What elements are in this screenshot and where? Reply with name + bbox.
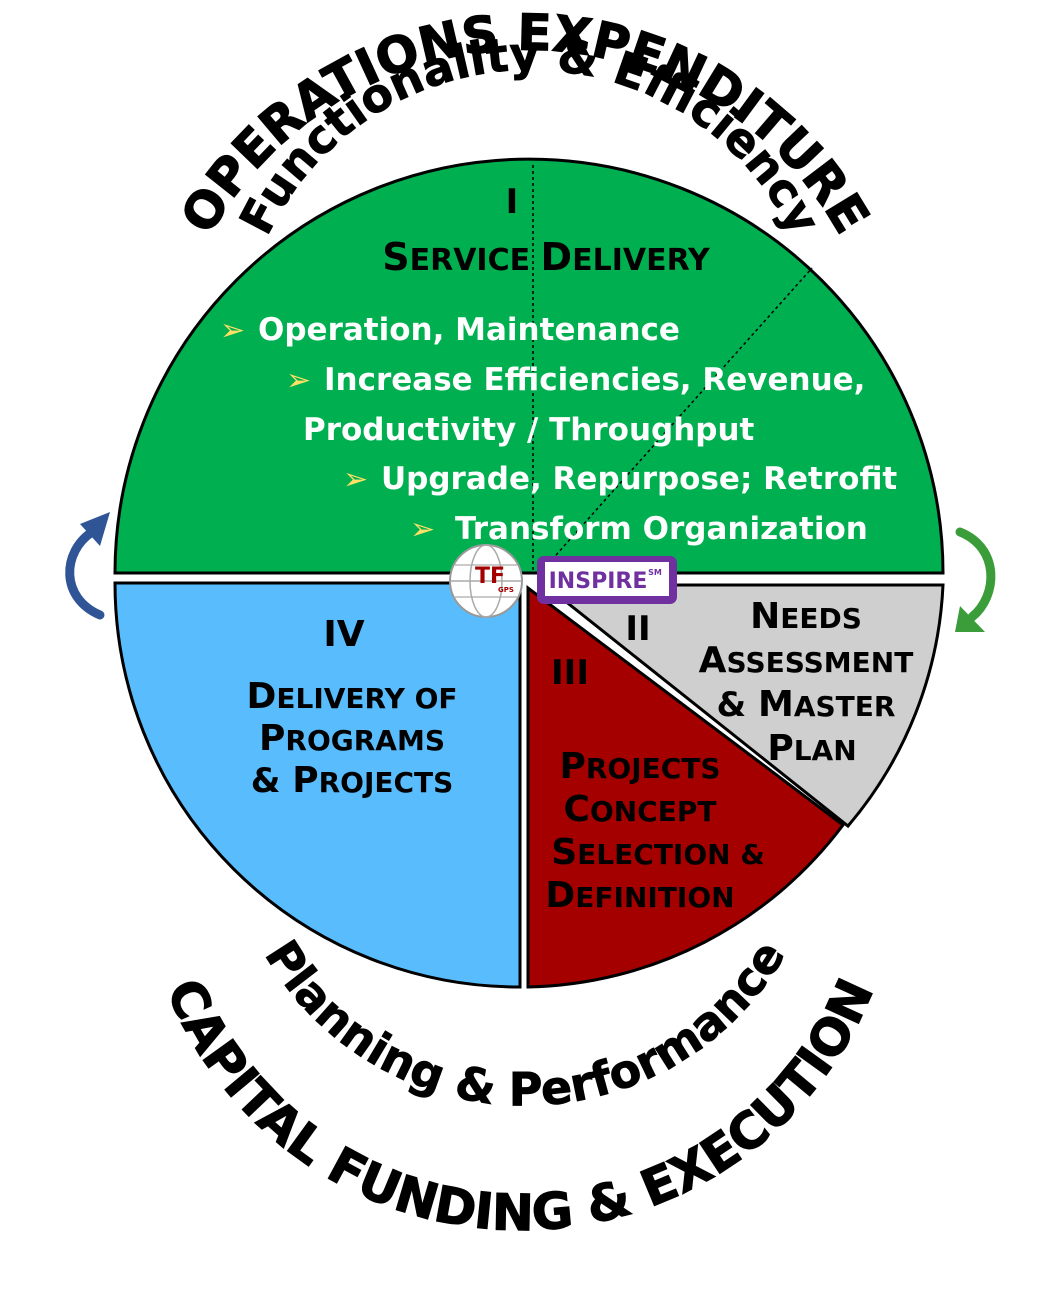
tf-gps-globe-logo: TF GPS [449, 544, 523, 618]
quadrant-3-line-2: CONCEPT [564, 789, 717, 830]
quadrant-2-line-3: & MASTER [717, 684, 896, 725]
quadrant-2-line-2: ASSESSMENT [699, 640, 914, 681]
bullet-3: Upgrade, Repurpose; Retrofit [381, 461, 897, 497]
quadrant-1-title: SERVICE DELIVERY [382, 235, 711, 279]
inspire-logo-mark: SM [648, 568, 662, 577]
quadrant-4-line-3: & PROJECTS [251, 760, 454, 801]
quadrant-4-delivery [113, 581, 522, 989]
inspire-logo-text: INSPIRE [549, 569, 648, 594]
quadrant-2-needs-assessment [540, 583, 945, 829]
tf-logo-letters: TF [475, 564, 505, 589]
cycle-arrow-right-icon [955, 527, 996, 632]
bullet-arrow-icon: ➢ [220, 313, 245, 348]
quadrant-4-numeral: IV [323, 614, 364, 655]
bullet-1: Operation, Maintenance [258, 312, 680, 348]
quadrant-1-service-delivery [113, 157, 945, 575]
quadrant-4-line-1: DELIVERY OF [246, 676, 457, 717]
bullet-arrow-icon: ➢ [410, 512, 435, 547]
bullet-4: Transform Organization [455, 511, 868, 547]
quadrant-2-line-1: NEEDS [750, 596, 862, 637]
subtitle-planning-performance: Planning & Performance [255, 931, 796, 1117]
bullet-arrow-icon: ➢ [286, 363, 311, 398]
quadrant-2-line-4: PLAN [767, 728, 856, 769]
quadrant-3-line-4: DEFINITION [545, 875, 734, 916]
bullet-2-continued: Productivity / Throughput [303, 412, 755, 448]
cycle-arrow-left-icon [65, 512, 110, 620]
quadrant-3-line-1: PROJECTS [559, 746, 720, 787]
bullet-arrow-icon: ➢ [343, 462, 368, 497]
quadrant-3-projects [526, 584, 846, 989]
inspire-logo: INSPIRE SM [537, 556, 677, 604]
bullet-2: Increase Efficiencies, Revenue, [324, 362, 865, 398]
quadrant-3-line-3: SELECTION & [551, 832, 765, 873]
quadrant-3-numeral: III [551, 653, 589, 693]
divider-diagonal [539, 267, 813, 574]
quadrant-1-numeral: I [506, 182, 519, 222]
quadrant-4-line-2: PROGRAMS [259, 718, 445, 759]
tf-logo-sub: GPS [498, 586, 514, 594]
quadrant-2-numeral: II [625, 609, 650, 649]
